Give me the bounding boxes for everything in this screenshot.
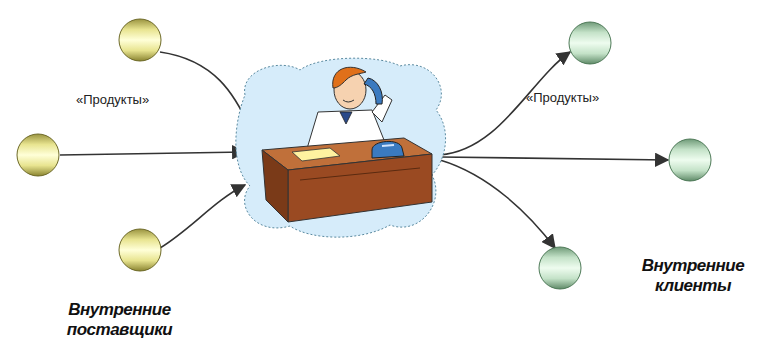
phone-base — [372, 141, 404, 158]
client-circle — [669, 139, 711, 181]
supplier-circle — [17, 134, 59, 176]
arrow-in — [60, 152, 245, 155]
arrow-in — [160, 185, 245, 248]
desk-drawer-line — [300, 168, 420, 180]
person-mouth — [343, 100, 354, 102]
flow-label: «Продукты» — [76, 92, 149, 107]
phone-receiver — [364, 78, 382, 104]
arrow-in — [160, 52, 250, 128]
arrow-out — [440, 157, 668, 160]
group-label: Внутренние клиенты — [618, 256, 768, 296]
client-circle — [539, 247, 581, 289]
cloud-backdrop — [236, 58, 446, 237]
phone-highlight — [382, 145, 394, 146]
supplier-circle — [119, 19, 161, 61]
client-circle — [569, 22, 611, 64]
desk-paper — [292, 148, 340, 161]
desk-side — [262, 150, 288, 222]
supplier-circle — [119, 229, 161, 271]
person-tie — [340, 112, 352, 124]
desk-front — [288, 154, 432, 222]
flow-label: «Продукты» — [526, 90, 599, 105]
arrow-out — [440, 160, 555, 248]
person-hair — [333, 67, 366, 88]
group-label: Внутренние поставщики — [52, 300, 187, 340]
